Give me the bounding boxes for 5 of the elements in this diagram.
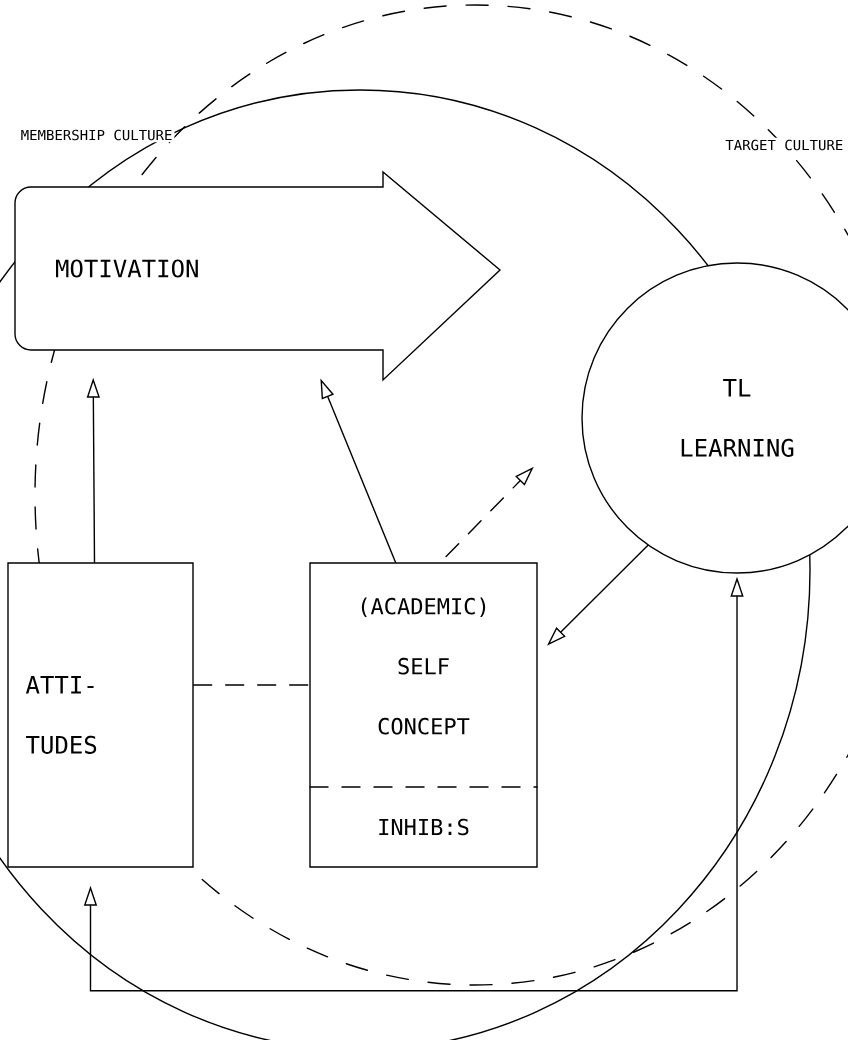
self-concept-box: (ACADEMIC) SELF CONCEPT INHIB:S bbox=[309, 562, 538, 868]
culture-label: TARGET CULTURE bbox=[723, 137, 846, 153]
attitudes-box: ATTI- TUDES bbox=[7, 562, 194, 868]
culture-label: MEMBERSHIP CULTURE bbox=[18, 127, 175, 143]
node-label: TL LEARNING bbox=[681, 379, 794, 457]
